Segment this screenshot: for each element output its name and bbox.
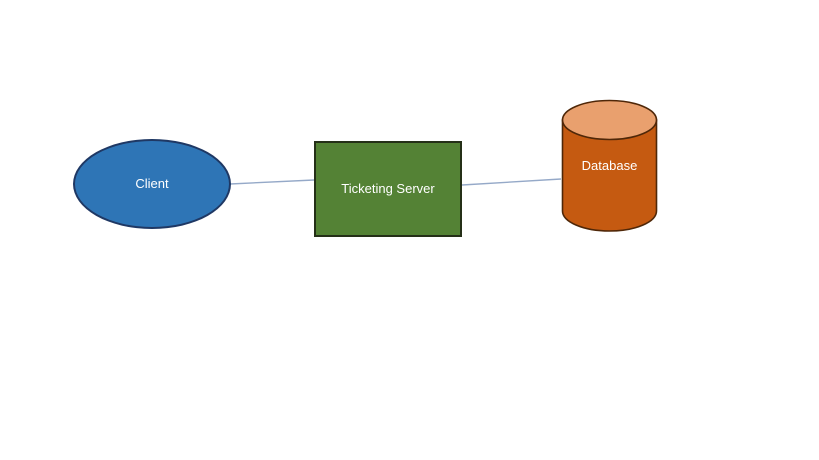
client-label: Client (135, 176, 169, 192)
database-cylinder-icon (561, 99, 658, 232)
client-node: Client (73, 139, 231, 229)
connector-server-database (461, 178, 562, 186)
ticketing-server-node: Ticketing Server (314, 141, 462, 237)
cylinder-top (561, 99, 658, 141)
database-label: Database (581, 158, 638, 174)
database-node: Database (561, 99, 658, 233)
connector-client-server (229, 179, 315, 185)
cylinder-body (561, 119, 658, 232)
ticketing-server-label: Ticketing Server (341, 181, 435, 197)
